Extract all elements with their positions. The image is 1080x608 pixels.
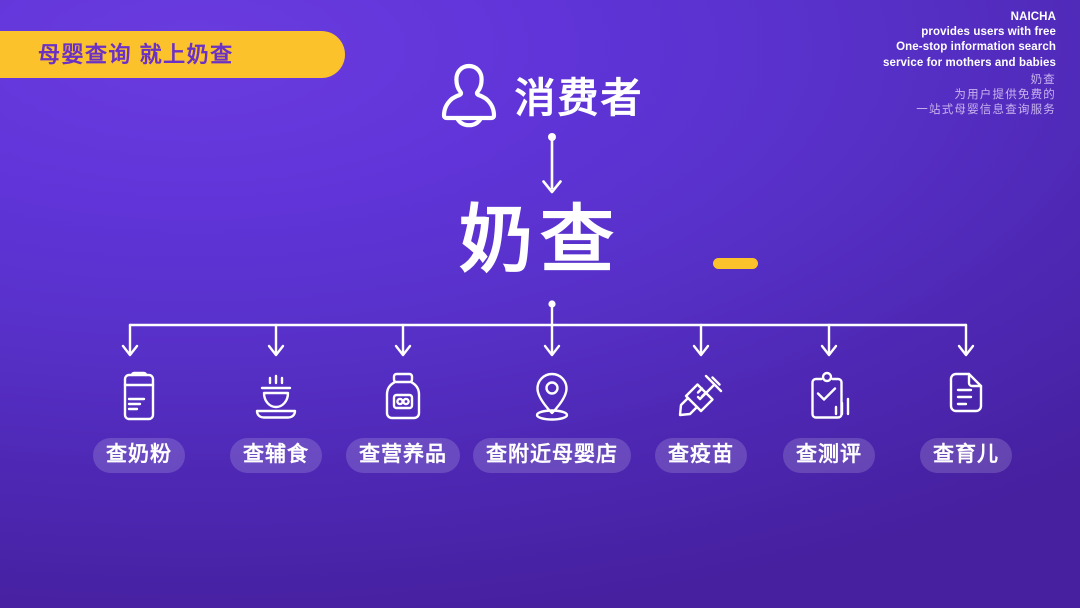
corner-cn-line-3: 一站式母婴信息查询服务 [916, 104, 1056, 117]
headline-badge: 母婴查询 就上奶查 [0, 31, 345, 78]
document-icon [943, 372, 989, 422]
category-item-review[interactable]: 查测评 [783, 371, 875, 474]
corner-en-line-3: One-stop information search [896, 41, 1056, 54]
headline-badge-text: 母婴查询 就上奶查 [38, 41, 234, 67]
map-pin-icon [528, 372, 576, 422]
corner-cn-line-1: 奶查 [1030, 73, 1056, 86]
corner-cn-line-2: 为用户提供免费的 [954, 88, 1056, 101]
consumer-node: 消费者 [0, 60, 1080, 137]
category-label[interactable]: 查疫苗 [655, 438, 747, 474]
corner-en-line-1: NAICHA [1010, 11, 1056, 23]
category-label[interactable]: 查辅食 [230, 438, 322, 474]
bowl-chopsticks-icon [251, 372, 301, 422]
category-label[interactable]: 查测评 [783, 438, 875, 474]
brand-logo-accent [712, 258, 758, 269]
brand-logo-text: 奶查 [459, 198, 621, 281]
consumer-label: 消费者 [514, 75, 644, 121]
category-item-parenting[interactable]: 查育儿 [920, 372, 1012, 474]
syringe-icon [676, 372, 726, 422]
category-item-baby-food[interactable]: 查辅食 [230, 372, 322, 474]
clipboard-chart-icon [805, 371, 853, 422]
corner-en-line-2: provides users with free [921, 26, 1056, 39]
category-item-nutrition[interactable]: 查营养品 [346, 372, 460, 474]
category-label[interactable]: 查育儿 [920, 438, 1012, 474]
category-label[interactable]: 查营养品 [346, 438, 460, 474]
person-icon [437, 60, 501, 137]
category-list: 查奶粉 查辅食 查营养品 [0, 371, 1080, 482]
category-item-milk-powder[interactable]: 查奶粉 [93, 371, 185, 474]
milk-powder-can-icon [116, 371, 162, 422]
category-label[interactable]: 查奶粉 [93, 438, 185, 474]
tree-connector [121, 300, 975, 357]
brand-logo: 奶查 [0, 203, 1080, 277]
category-label[interactable]: 查附近母婴店 [473, 438, 631, 474]
category-item-vaccine[interactable]: 查疫苗 [655, 372, 747, 474]
category-item-nearby-store[interactable]: 查附近母婴店 [473, 372, 631, 474]
supplement-jar-icon [379, 372, 427, 422]
corner-description: NAICHA provides users with free One-stop… [883, 10, 1056, 118]
corner-en-line-4: service for mothers and babies [882, 56, 1056, 69]
arrow-consumer-to-brand [529, 132, 575, 203]
